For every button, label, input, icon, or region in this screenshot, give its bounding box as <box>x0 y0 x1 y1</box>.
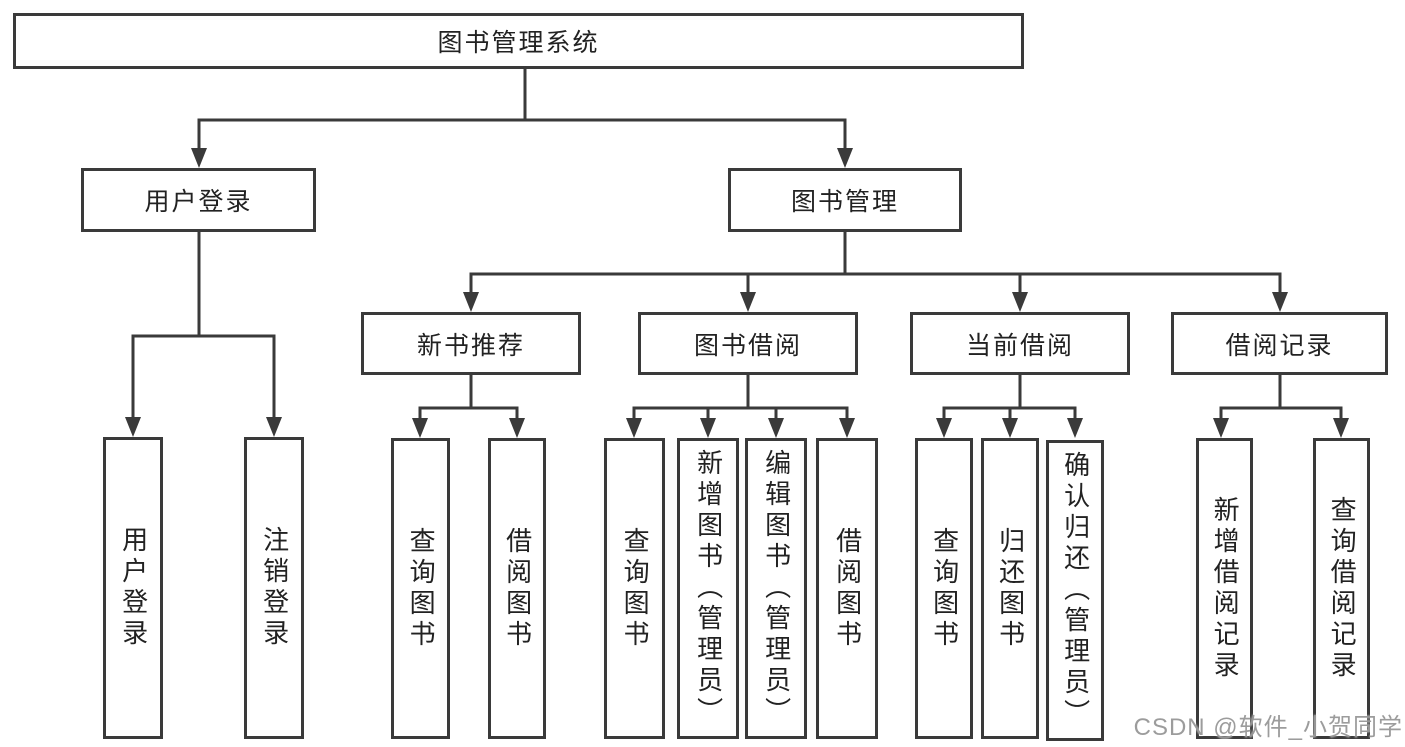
node-borrowing-records: 借阅记录 <box>1171 312 1388 375</box>
leaf-current-query-book: 查询图书 <box>915 438 973 739</box>
node-new-book-recommendation: 新书推荐 <box>361 312 581 375</box>
leaf-recommend-borrow-book: 借阅图书 <box>488 438 546 739</box>
leaf-user-login: 用户登录 <box>103 437 163 739</box>
leaf-recommend-query-book: 查询图书 <box>391 438 450 739</box>
leaf-borrowing-query-book: 查询图书 <box>604 438 665 739</box>
leaf-add-borrow-record: 新增借阅记录 <box>1196 438 1253 739</box>
node-root: 图书管理系统 <box>13 13 1024 69</box>
leaf-return-book: 归还图书 <box>981 438 1039 739</box>
csdn-watermark: CSDN @软件_小贺同学 <box>1133 714 1403 741</box>
node-current-borrowing: 当前借阅 <box>910 312 1130 375</box>
node-book-borrowing: 图书借阅 <box>638 312 858 375</box>
node-user-login: 用户登录 <box>81 168 316 232</box>
leaf-confirm-return-admin: 确认归还（管理员） <box>1046 440 1104 741</box>
node-book-management: 图书管理 <box>728 168 962 232</box>
leaf-add-book-admin: 新增图书（管理员） <box>677 438 739 739</box>
leaf-borrow-book: 借阅图书 <box>816 438 878 739</box>
leaf-logout: 注销登录 <box>244 437 304 739</box>
leaf-edit-book-admin: 编辑图书（管理员） <box>745 438 807 739</box>
leaf-query-borrow-record: 查询借阅记录 <box>1313 438 1370 739</box>
